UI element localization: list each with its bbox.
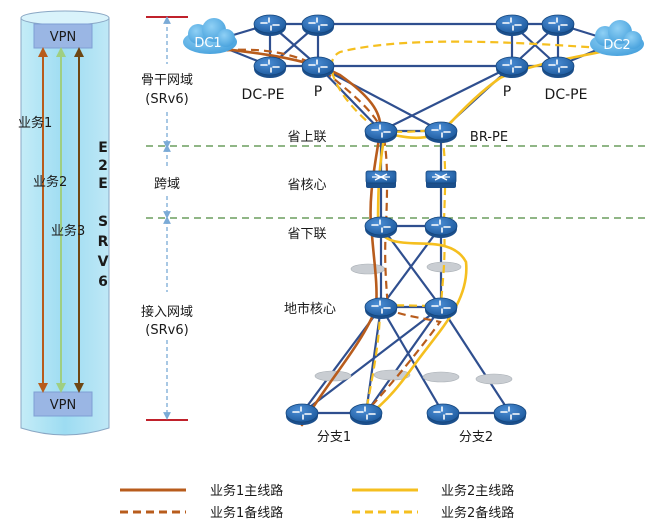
e2e-char: E (98, 140, 108, 156)
service2-main-path (368, 40, 642, 416)
router-dc-pe-right-bottom (541, 56, 575, 78)
e2e-char: 6 (98, 274, 108, 290)
vpn-box-top: VPN (33, 23, 93, 49)
routers (253, 14, 575, 425)
legend-svc1-main-label: 业务1主线路 (210, 483, 283, 499)
prov-up-label: 省上联 (287, 130, 326, 145)
backbone-domain-label: 骨干网域 (141, 73, 193, 88)
legend: 业务1主线路 业务1备线路 业务2主线路 业务2备线路 (120, 483, 514, 521)
router-br-pe-right (424, 121, 458, 143)
router-prov-down-right (424, 216, 458, 238)
router-city-core-right (424, 297, 458, 319)
e2e-cylinder (20, 10, 110, 436)
e2e-srv6-vertical-text: E 2 E S R V 6 (98, 140, 109, 290)
domain-scale (146, 16, 188, 421)
cross-domain-label: 跨域 (154, 177, 180, 192)
prov-core-label: 省核心 (287, 178, 326, 193)
legend-svc2-main-label: 业务2主线路 (441, 483, 514, 499)
dc2-label: DC2 (603, 38, 630, 53)
router-branch1-right (349, 403, 383, 425)
service2-label: 业务2 (33, 174, 67, 190)
dc1-cloud: DC1 (183, 18, 237, 54)
router-p-right-top (495, 14, 529, 36)
backbone-domain-sub: (SRv6) (145, 92, 188, 107)
prov-down-label: 省下联 (287, 227, 326, 242)
branch2-label: 分支2 (459, 430, 493, 445)
vpn-top-label: VPN (50, 30, 76, 45)
vpn-bottom-label: VPN (50, 398, 76, 413)
router-prov-down-left (364, 216, 398, 238)
city-core-label: 地市核心 (284, 301, 336, 317)
router-p-left-top (301, 14, 335, 36)
router-p-right-bottom (495, 56, 529, 78)
vpn-box-bottom: VPN (33, 391, 93, 417)
e2e-char: R (98, 234, 109, 250)
legend-svc2-backup-label: 业务2备线路 (441, 505, 514, 521)
dc-pe-left-label: DC-PE (242, 87, 285, 103)
e2e-char: S (98, 214, 108, 230)
router-dc-pe-right-top (541, 14, 575, 36)
dc-pe-right-label: DC-PE (545, 87, 588, 103)
service1-label: 业务1 (18, 115, 52, 131)
switch-prov-core-left (365, 170, 397, 188)
e2e-char: 2 (98, 158, 108, 174)
router-branch2-left (426, 403, 460, 425)
p-right-label: P (503, 84, 511, 100)
switch-prov-core-right (425, 170, 457, 188)
router-city-core-left (364, 297, 398, 319)
service3-label: 业务3 (51, 223, 85, 239)
p-left-label: P (314, 84, 322, 100)
dc1-label: DC1 (194, 36, 221, 51)
router-branch1-left (285, 403, 319, 425)
router-br-pe-left (364, 121, 398, 143)
router-dc-pe-left-bottom (253, 56, 287, 78)
dc2-cloud: DC2 (590, 20, 644, 56)
router-branch2-right (493, 403, 527, 425)
e2e-char: V (98, 254, 109, 270)
branch1-label: 分支1 (317, 430, 351, 445)
router-dc-pe-left-top (253, 14, 287, 36)
access-domain-sub: (SRv6) (145, 323, 188, 338)
e2e-char: E (98, 176, 108, 192)
router-p-left-bottom (301, 56, 335, 78)
access-domain-label: 接入网域 (141, 304, 193, 320)
br-pe-label: BR-PE (470, 130, 508, 145)
legend-svc1-backup-label: 业务1备线路 (210, 505, 283, 521)
